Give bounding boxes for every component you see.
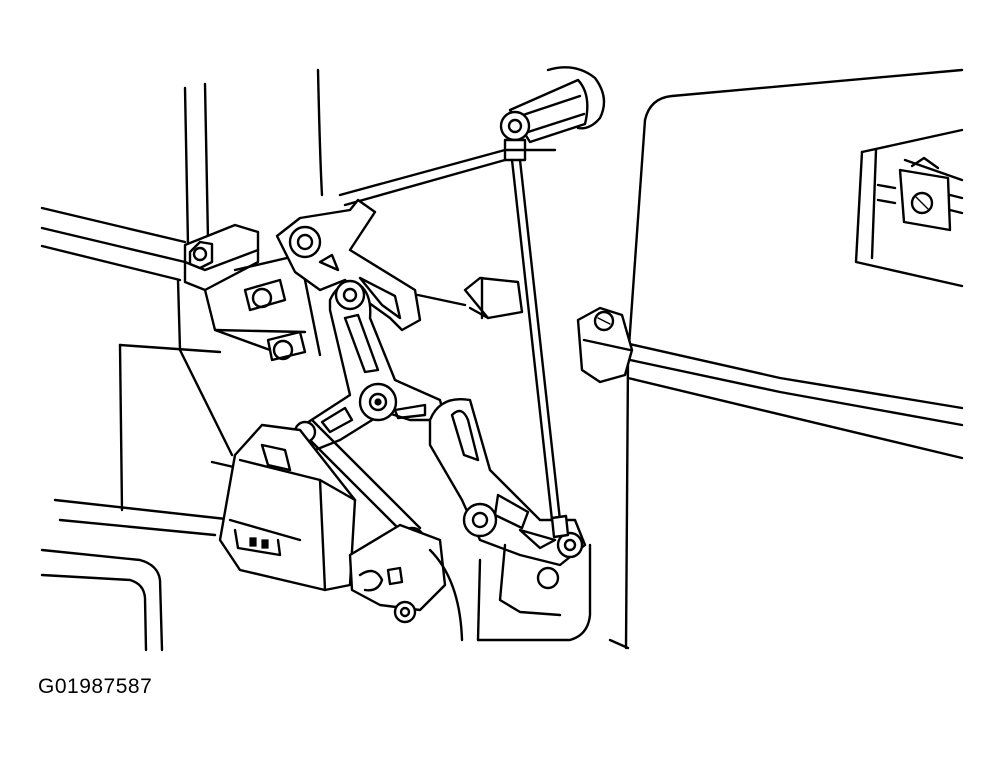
- actuator-output-mount: [348, 523, 464, 642]
- right-mount-tab: [576, 306, 634, 384]
- upper-right-bracket: [854, 128, 964, 288]
- figure-id-label: G01987587: [38, 675, 153, 698]
- top-tube-connector: [499, 66, 606, 162]
- right-lever-arm: [428, 398, 587, 567]
- right-housing-panel: [608, 68, 964, 650]
- middle-link-plate: [416, 276, 524, 320]
- connecting-rod: [510, 158, 562, 522]
- central-y-lever: [294, 279, 447, 454]
- upper-bell-crank: [275, 198, 422, 332]
- left-frame: [40, 68, 557, 652]
- actuator-motor: [218, 423, 357, 592]
- lower-right-bracket: [476, 543, 592, 642]
- left-mount-bracket: [183, 223, 322, 362]
